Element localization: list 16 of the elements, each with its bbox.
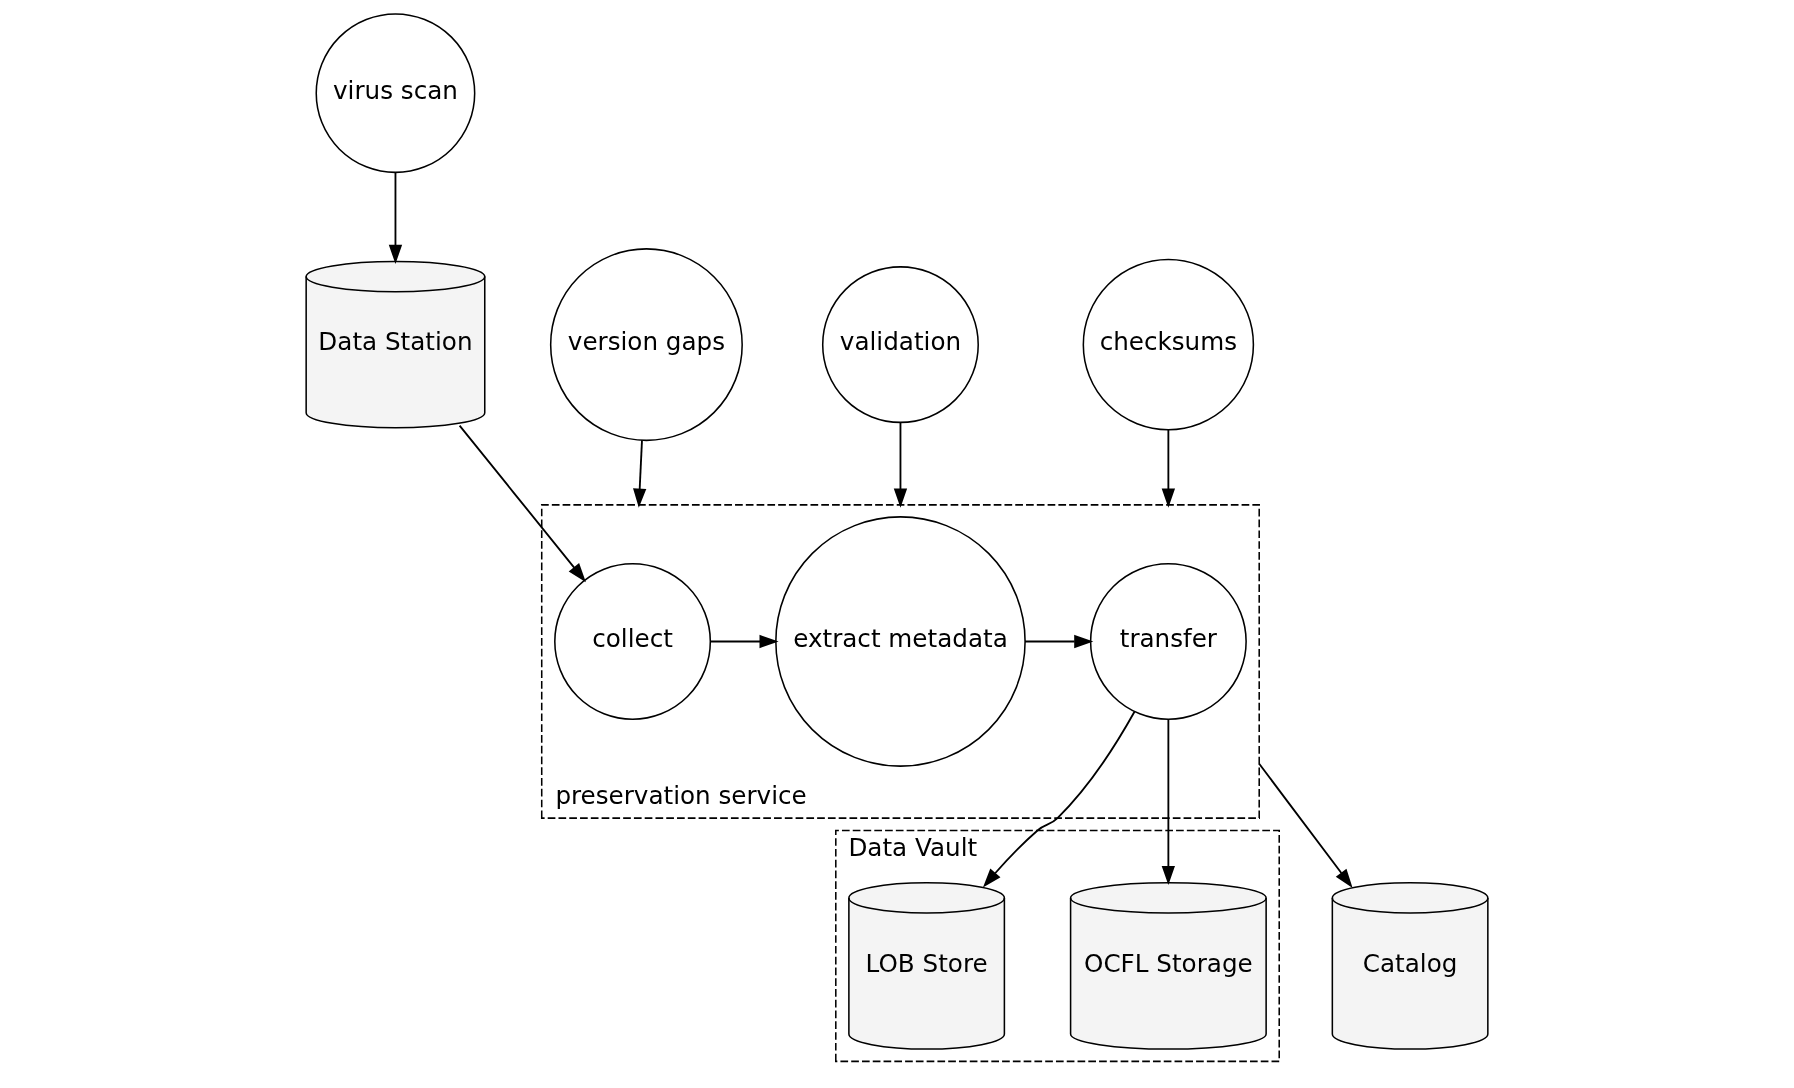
arrow (982, 710, 1136, 888)
node-circle: extract metadata (775, 516, 1026, 767)
node-circle: transfer (1089, 562, 1247, 720)
node-circle: checksums (1082, 258, 1255, 431)
arrow (633, 439, 647, 508)
arrow (709, 634, 779, 649)
node-circle: virus scan (315, 13, 476, 174)
arrow (458, 424, 586, 583)
arrow (893, 421, 908, 508)
arrow (1258, 762, 1353, 888)
arrow (1161, 429, 1176, 508)
arrow (1024, 634, 1094, 649)
arrow (388, 171, 403, 264)
node-circle: version gaps (549, 248, 743, 442)
arrow (1161, 718, 1176, 886)
node-circle: validation (821, 266, 979, 424)
